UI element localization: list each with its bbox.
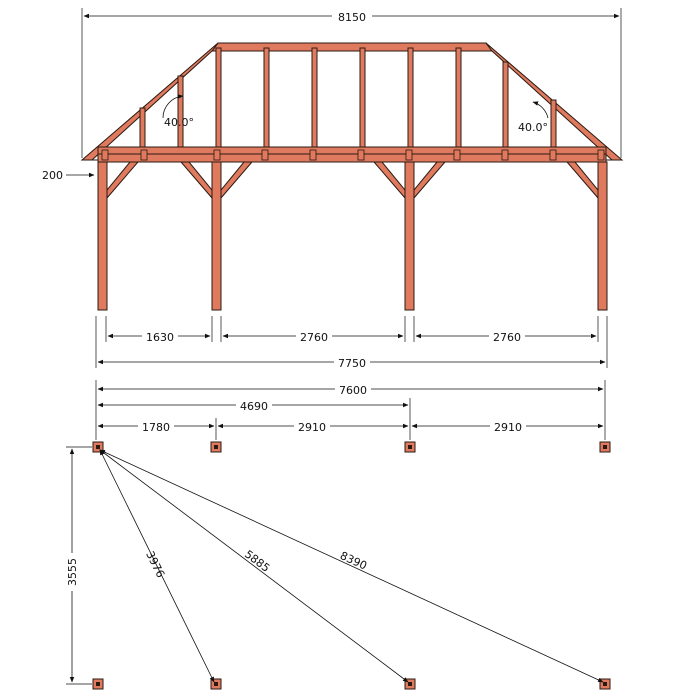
footing-b4 [599,678,611,690]
foundation-plan: 7600 4690 1780 2910 2910 [64,380,611,690]
label-total-width: 8150 [338,11,366,24]
post-3 [404,161,415,311]
footing-a3 [404,441,416,453]
post-1 [97,161,108,311]
label-bay-mid: 2760 [300,331,328,344]
footing-a2 [210,441,222,453]
left-hip-rafter [80,42,219,161]
roof [80,42,624,161]
label-post-span: 7750 [338,357,366,370]
ridge-beam [211,42,493,52]
label-diag-2: 5885 [242,548,272,575]
label-eave-overhang: 200 [42,169,63,182]
label-plan-first: 1780 [142,421,170,434]
posts [97,161,608,311]
label-bay-left: 1630 [146,331,174,344]
footing-b2 [210,678,222,690]
diagonals: 3976 5885 8390 [99,449,604,683]
dim-total-width: 8150 [81,8,622,158]
label-plan-second: 2910 [298,421,326,434]
label-angle-left: 40.0° [164,116,194,129]
footing-a1 [92,441,104,453]
label-diag-1: 3976 [143,549,167,580]
label-diag-3: 8390 [338,549,369,573]
label-plan-to-third: 4690 [240,400,268,413]
footing-a4 [599,441,611,453]
dim-plan-top: 7600 4690 1780 2910 2910 [95,380,606,440]
label-plan-total: 7600 [339,384,367,397]
eave-beams [97,146,607,163]
dim-eave-overhang: 200 [42,169,95,182]
footings [92,441,611,690]
dim-plan-depth: 3555 [64,446,92,685]
roof-studs [139,47,557,161]
knee-braces [106,161,599,200]
angle-left: 40.0° [162,94,194,129]
label-angle-right: 40.0° [518,121,548,134]
post-2 [211,161,222,311]
label-plan-depth: 3555 [66,558,79,586]
label-bay-right: 2760 [493,331,521,344]
post-4 [597,161,608,311]
label-plan-third: 2910 [494,421,522,434]
dim-bays: 1630 2760 2760 7750 [95,316,608,370]
angle-right: 40.0° [518,101,549,134]
front-elevation: 8150 [42,8,624,370]
footing-b1 [92,678,104,690]
